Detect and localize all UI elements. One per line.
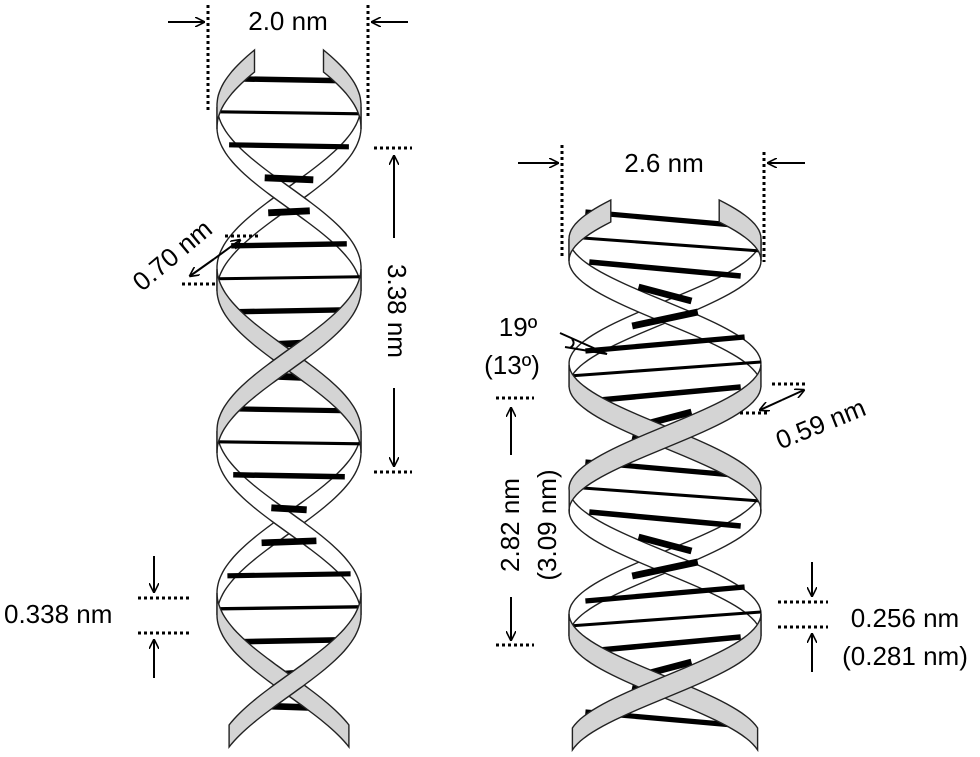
left-helix-front-strand [216, 48, 362, 749]
strand-segment [571, 613, 762, 753]
base-pair [568, 610, 762, 628]
base-pair [231, 241, 347, 249]
strand-segment [568, 198, 612, 262]
base-pair [235, 636, 343, 645]
base-pair [589, 509, 741, 529]
left-helix [216, 48, 362, 749]
base-pair [217, 440, 361, 446]
right-rise-alt-label: (0.281 nm) [842, 641, 968, 671]
base-pair [585, 584, 745, 604]
right-rise-dimension: 0.256 nm (0.281 nm) [778, 562, 968, 672]
strand-segment [568, 238, 762, 387]
strand-segment [216, 106, 362, 291]
base-pair [631, 308, 699, 330]
base-pair [229, 142, 349, 150]
right-pitch-alt-label: (3.09 nm) [532, 469, 562, 580]
right-pitch-label: 2.82 nm [495, 478, 525, 572]
strand-segment [216, 48, 256, 129]
strand-segment [216, 430, 362, 616]
base-pair [233, 472, 345, 480]
strand-segment [216, 592, 350, 749]
left-pitch-label: 3.38 nm [382, 264, 412, 358]
right-helix-back-strand [568, 238, 762, 637]
left-groove-dimension: 0.70 nm [127, 213, 258, 297]
base-pair [585, 209, 745, 229]
base-pair [631, 558, 699, 580]
right-tilt-label: 19º [499, 312, 538, 342]
right-width-dimension: 2.6 nm [518, 145, 805, 262]
right-width-label: 2.6 nm [624, 148, 704, 178]
base-pair [217, 110, 361, 116]
right-tilt-angle: 19º (13º) [484, 312, 608, 380]
tilt-angle-icon [559, 332, 608, 355]
base-pair [637, 283, 693, 305]
base-pair [268, 207, 310, 217]
right-tilt-alt-label: (13º) [484, 350, 540, 380]
base-pair [568, 235, 762, 253]
base-pair [589, 384, 741, 404]
base-pair [589, 259, 741, 279]
base-pair [229, 406, 349, 414]
base-pair [568, 485, 762, 503]
right-helix-front-strand [568, 198, 762, 753]
base-pair [589, 634, 741, 654]
left-width-dimension: 2.0 nm [168, 5, 408, 118]
base-pair [271, 504, 307, 514]
base-pair [568, 360, 762, 378]
base-pair [637, 533, 693, 555]
left-rise-label: 0.338 nm [4, 599, 112, 629]
base-pair [264, 174, 314, 184]
base-pair [227, 571, 351, 579]
base-pair [233, 76, 345, 84]
right-helix [568, 198, 762, 753]
strand-segment [718, 198, 762, 262]
right-pitch-dimension: 2.82 nm (3.09 nm) [495, 396, 562, 647]
strand-segment [228, 592, 362, 749]
base-pair [217, 605, 361, 611]
right-groove-dimension: 0.59 nm [740, 382, 870, 455]
base-pair [261, 537, 317, 547]
left-pitch-dimension: 3.38 nm [374, 146, 412, 474]
right-groove-label: 0.59 nm [771, 392, 869, 455]
base-pair [585, 334, 745, 354]
left-rise-dimension: 0.338 nm [4, 556, 192, 678]
right-rise-label: 0.256 nm [851, 603, 959, 633]
base-pair [231, 307, 347, 315]
left-groove-label: 0.70 nm [127, 213, 218, 296]
base-pair [216, 275, 362, 281]
strand-segment [322, 48, 362, 129]
left-width-label: 2.0 nm [248, 6, 328, 36]
strand-segment [568, 364, 762, 514]
strand-segment [216, 268, 362, 454]
